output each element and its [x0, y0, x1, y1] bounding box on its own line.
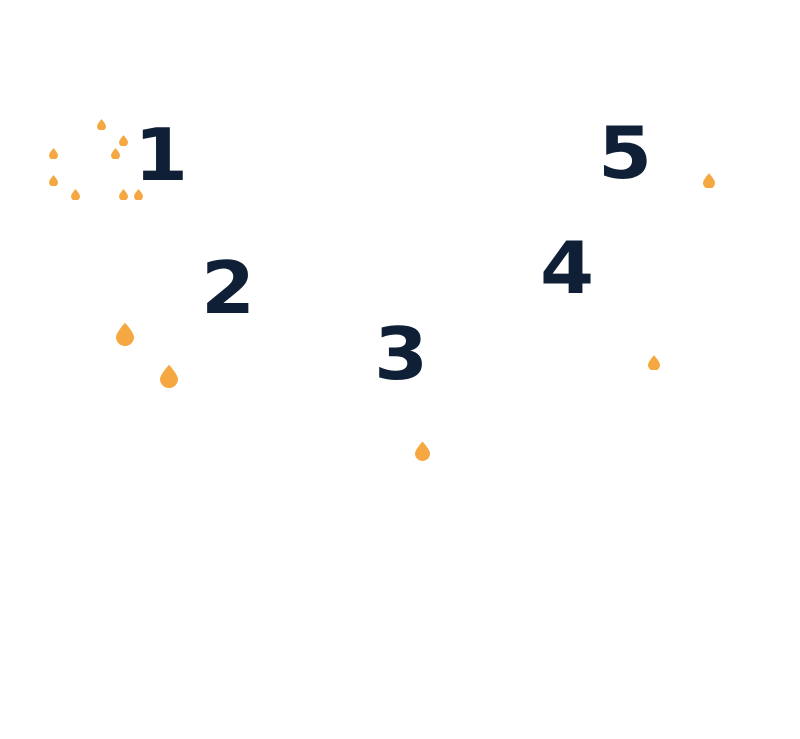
number-label-2: 2 [201, 246, 255, 330]
droplet-icon [71, 189, 80, 200]
number-label-3: 3 [374, 312, 428, 396]
droplet-icon [648, 355, 660, 370]
droplet-icon [415, 441, 430, 461]
number-label-1: 1 [134, 113, 188, 197]
number-label-5: 5 [598, 111, 652, 195]
droplet-icon [49, 175, 58, 186]
droplet-icon [119, 189, 128, 200]
droplet-icon [111, 148, 120, 159]
number-label-4: 4 [540, 226, 594, 310]
droplet-icon [97, 119, 106, 130]
droplet-icon [134, 189, 143, 200]
droplet-icon [160, 364, 178, 389]
droplet-icon [116, 322, 134, 347]
droplet-icon [49, 148, 58, 159]
droplet-icon [119, 135, 128, 146]
droplet-icon [703, 173, 715, 188]
